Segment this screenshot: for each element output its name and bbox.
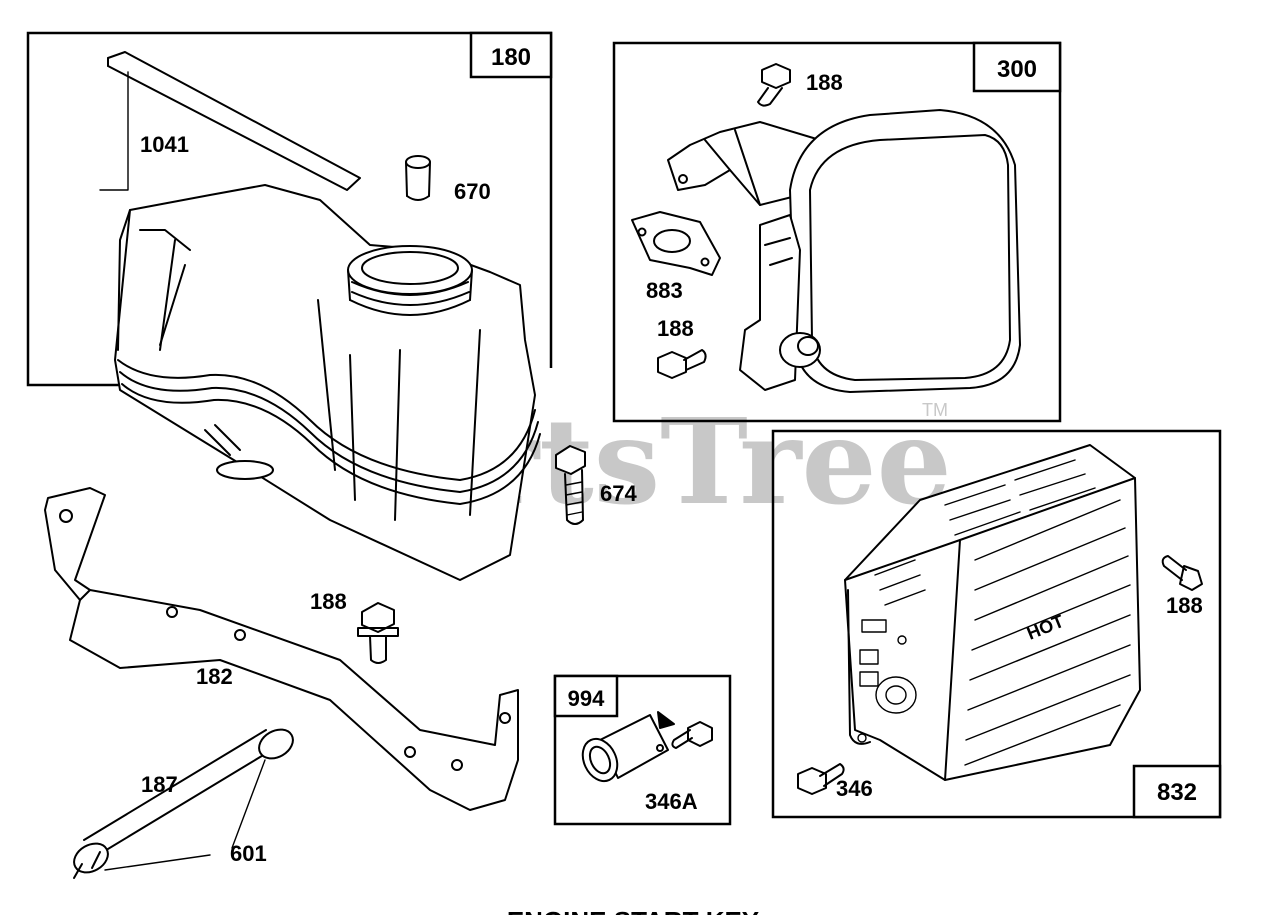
group-994: 994: [553, 674, 732, 826]
group-300-label: 300: [997, 56, 1037, 83]
callout-188-bracket: 188: [310, 589, 347, 614]
callout-1041: 1041: [140, 132, 189, 157]
group-994-label: 994: [568, 686, 605, 711]
part-346-screw: [797, 763, 845, 795]
part-674-bolt: [555, 445, 586, 525]
group-300: 300: [612, 41, 1062, 423]
fuel-cap: [347, 245, 473, 316]
group-832: 832: [771, 429, 1222, 819]
part-188-muffler-bottom-screw: [657, 349, 707, 379]
watermark-trademark: TM: [922, 400, 948, 420]
footer-caption-text: ENGINE START KEY: [507, 906, 759, 915]
part-346A-screw: [671, 721, 713, 749]
callout-188-muffler-bottom: 188: [657, 316, 694, 341]
callout-188-muffler-top: 188: [806, 70, 843, 95]
callout-182: 182: [196, 664, 233, 689]
callout-670: 670: [454, 179, 491, 204]
part-883-gasket: [631, 211, 721, 276]
part-601-leaders: [104, 759, 266, 871]
part-182-bracket: [44, 487, 519, 811]
callout-188-guard: 188: [1166, 593, 1203, 618]
group-832-label: 832: [1157, 779, 1197, 806]
callout-187: 187: [141, 772, 178, 797]
muffler: [739, 109, 1021, 393]
group-180: 180: [26, 31, 553, 387]
callout-601: 601: [230, 841, 267, 866]
part-188-guard-screw: [1161, 555, 1203, 591]
callout-674: 674: [600, 481, 637, 506]
part-832-heat-guard: HOT: [844, 444, 1141, 781]
group-180-label: 180: [491, 44, 531, 71]
part-1041-strip: [99, 51, 361, 191]
part-994-spark-arrestor: [581, 711, 675, 783]
footer-caption: ENGINE START KEY: [507, 906, 759, 920]
callout-883: 883: [646, 278, 683, 303]
callout-346A: 346A: [645, 789, 698, 814]
part-670-sleeve: [405, 155, 431, 201]
part-188-bracket-screw: [357, 602, 399, 664]
callout-346: 346: [836, 776, 873, 801]
part-188-muffler-top-screw: [757, 63, 791, 107]
part-187-fuel-line: [73, 728, 294, 879]
